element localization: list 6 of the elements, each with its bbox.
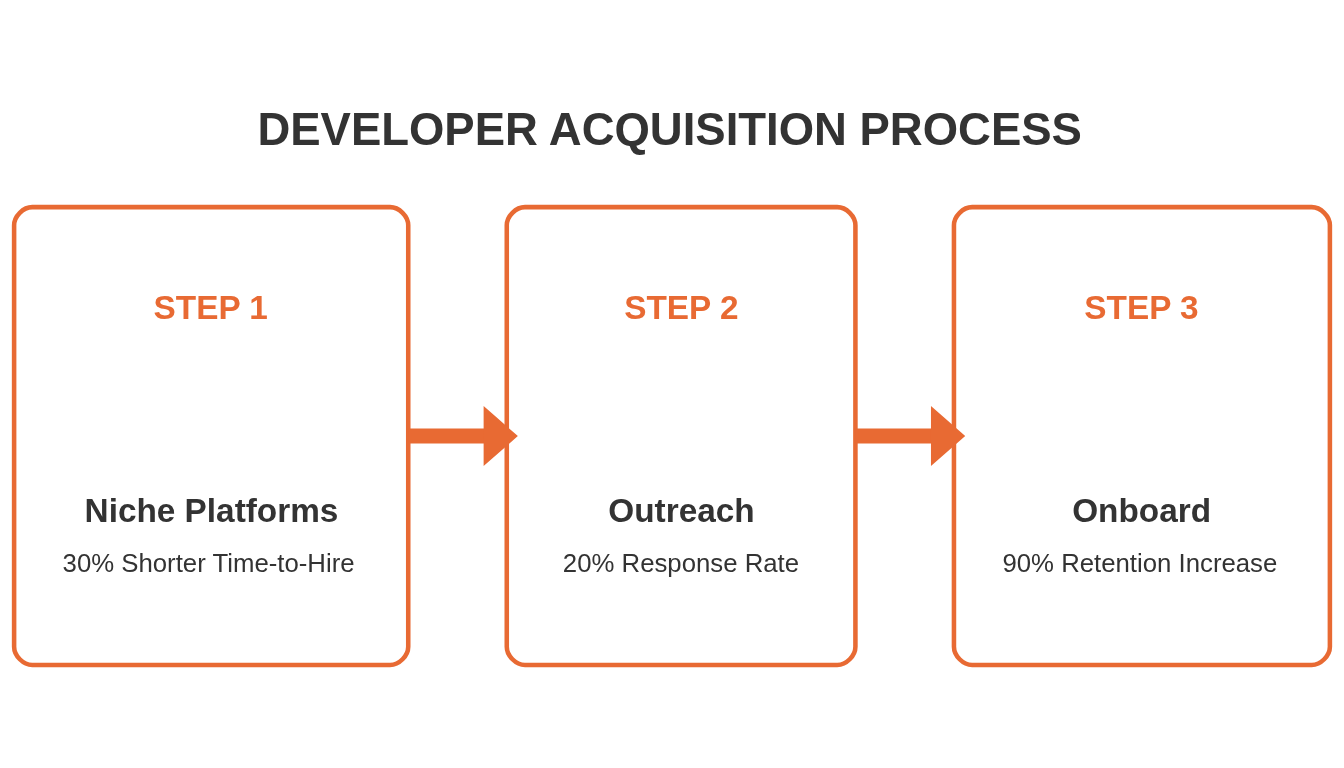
- arrow: [408, 405, 518, 466]
- node-box: STEP 1 Niche Platforms 30% Shorter Time-to-Hire: [11, 204, 411, 667]
- arrow: [855, 405, 966, 466]
- node-box: STEP 2 Outreach 20% Response Rate: [504, 204, 858, 667]
- node-box: STEP 3 Onboard 90% Retention Increase: [951, 204, 1333, 667]
- diagram-title: DEVELOPER ACQUISITION PROCESS: [257, 103, 1082, 155]
